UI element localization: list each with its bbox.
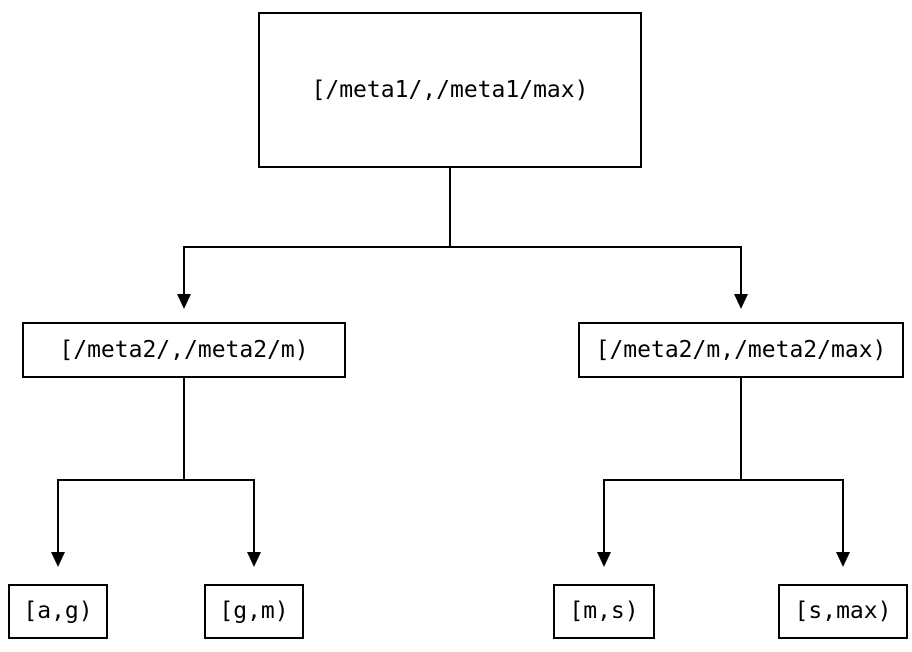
node-leaf-gm-label: [g,m) [219,598,289,624]
node-leaf-ag-label: [a,g) [23,598,93,624]
node-leaf-ag: [a,g) [8,584,108,639]
node-level2-right: [/meta2/m,/meta2/max) [578,322,904,378]
node-level2-left: [/meta2/,/meta2/m) [22,322,346,378]
arrowhead-root-to-right [734,294,748,309]
node-leaf-ms-label: [m,s) [569,598,639,624]
arrowhead-right-to-leaf-smax [836,552,850,567]
node-leaf-gm: [g,m) [204,584,304,639]
edge-root-to-left [183,168,451,294]
node-level2-right-label: [/meta2/m,/meta2/max) [595,336,887,363]
edge-left-to-leaf-ag [57,378,185,552]
arrowhead-right-to-leaf-ms [597,552,611,567]
edge-left-to-leaf-gm [183,378,255,552]
node-root-label: [/meta1/,/meta1/max) [311,76,589,103]
arrowhead-left-to-leaf-gm [247,552,261,567]
arrowhead-left-to-leaf-ag [51,552,65,567]
node-leaf-ms: [m,s) [553,584,655,639]
arrowhead-root-to-left [177,294,191,309]
node-leaf-smax-label: [s,max) [794,598,892,624]
edge-root-to-right [449,168,742,294]
edge-right-to-leaf-smax [740,378,844,552]
node-level2-left-label: [/meta2/,/meta2/m) [59,336,309,363]
node-root: [/meta1/,/meta1/max) [258,12,642,168]
edge-right-to-leaf-ms [603,378,742,552]
node-leaf-smax: [s,max) [778,584,908,639]
